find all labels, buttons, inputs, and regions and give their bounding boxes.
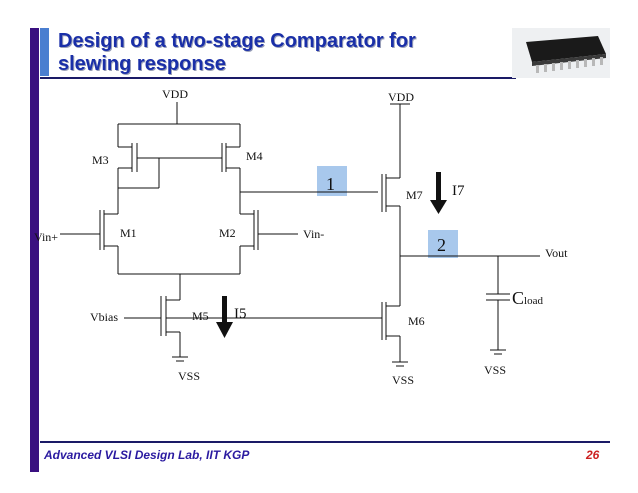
slide-title: Design of a two-stage Comparator for sle… [58,30,416,76]
label-cload: Cload [512,288,543,308]
label-vout: Vout [545,246,568,260]
label-cload-main: C [512,288,524,308]
label-cload-sub: load [524,295,543,307]
label-vdd-right: VDD [388,90,414,104]
label-vss-m6: VSS [392,373,414,387]
label-vdd-left: VDD [162,87,188,101]
label-vss-m5: VSS [178,369,200,383]
label-m5: M5 [192,309,209,323]
slide-title-line-1: Design of a two-stage Comparator for [58,30,416,52]
label-m4: M4 [246,149,263,163]
label-m1: M1 [120,226,137,240]
label-vin-minus: Vin- [303,227,324,241]
label-i7: I7 [452,183,465,199]
footer-divider [40,441,610,443]
page-number: 26 [586,448,600,462]
left-sidebar-bar [30,28,39,472]
current-arrow-i7-icon [430,172,447,214]
callout-box-2 [428,230,458,258]
title-underline [40,77,516,79]
label-m2: M2 [219,226,236,240]
label-m6: M6 [408,314,425,328]
callout-label-1: 1 [326,174,335,194]
slide-title-line-2: slewing response [58,53,226,75]
label-m3: M3 [92,153,109,167]
label-vss-cap: VSS [484,363,506,377]
label-vbias: Vbias [90,310,118,324]
callout-box-1 [317,166,347,196]
label-vin-plus: Vin+ [34,230,58,244]
footer-lab-name: Advanced VLSI Design Lab, IIT KGP [44,448,250,462]
title-accent-bar [40,28,49,76]
current-arrow-i5-icon [216,296,233,338]
label-i5: I5 [234,306,247,322]
label-m7: M7 [406,188,423,202]
ic-chip-icon [512,28,610,78]
callout-label-2: 2 [437,235,446,255]
